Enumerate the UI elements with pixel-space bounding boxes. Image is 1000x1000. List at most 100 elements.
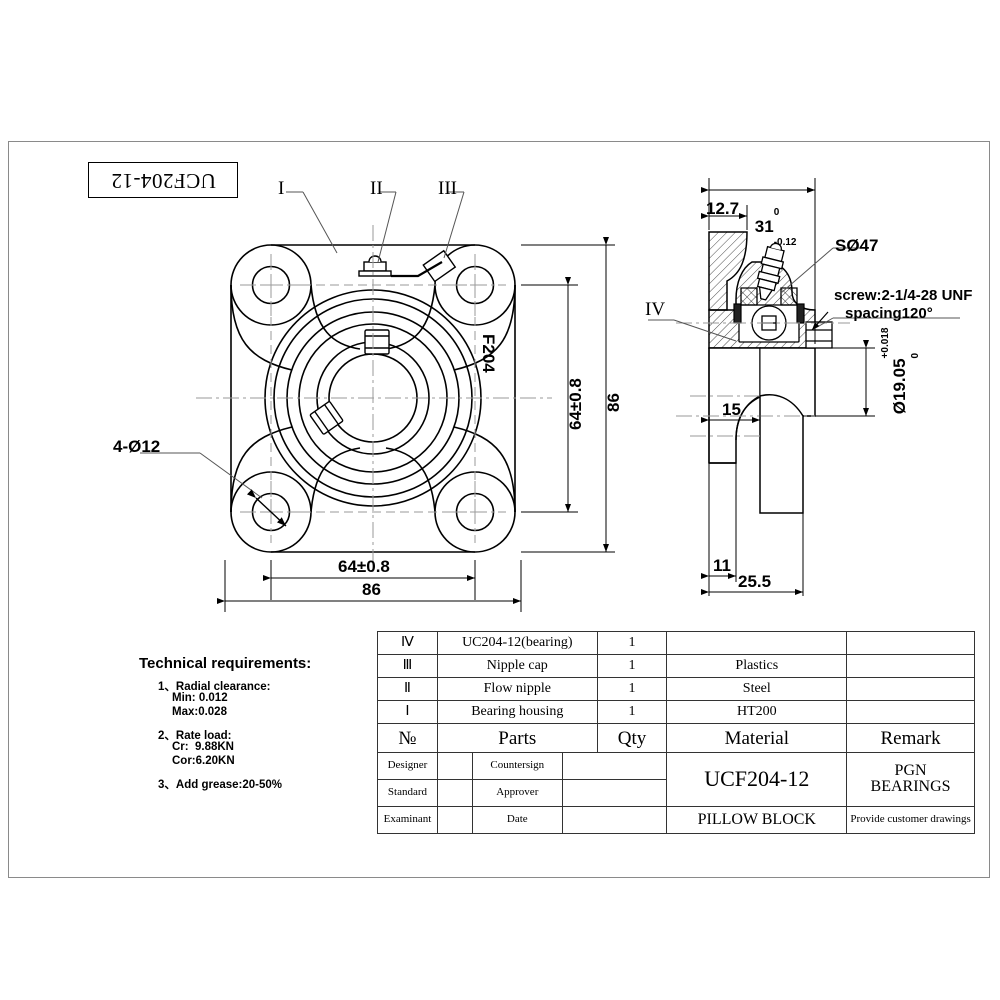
row-0-no: Ⅳ — [377, 630, 438, 656]
row-1-qty: 1 — [596, 654, 668, 679]
dim-bolt-height: 64±0.8 — [566, 378, 585, 430]
dim-31-tol-dn: -0.12 — [773, 237, 797, 248]
standard-value[interactable] — [436, 778, 473, 807]
bore-dia: Ø19.05 — [890, 358, 910, 415]
table-row: Ⅰ Bearing housing 1 HT200 — [377, 700, 975, 725]
tech-req-heading: Technical requirements: — [139, 655, 312, 672]
callout-III: III — [438, 178, 457, 199]
examinant-label: Examinant — [377, 805, 438, 835]
bolt-hole-note: 4-Ø12 — [113, 437, 161, 456]
header-remark: Remark — [846, 723, 975, 753]
header-parts: Parts — [436, 723, 598, 753]
callout-I: I — [278, 178, 285, 199]
table-row: Ⅱ Flow nipple 1 Steel — [377, 677, 975, 702]
callout-leaders-front — [286, 191, 465, 263]
tech-req-line-3: 2、Rate load: — [158, 730, 232, 742]
company-line1: PGN — [894, 762, 927, 780]
title-block-row-examinant: Examinant Date PILLOW BLOCK Provide cust… — [377, 805, 975, 835]
nipple-cap — [422, 249, 457, 283]
countersign-label: Countersign — [471, 751, 563, 780]
row-3-qty: 1 — [596, 700, 668, 725]
approver-label: Approver — [471, 778, 563, 807]
screw-leader-arrow — [811, 311, 829, 331]
side-callout-leaders — [648, 247, 960, 342]
dim-31-group: 31 0 -0.12 — [737, 170, 797, 286]
row-1-material: Plastics — [666, 654, 848, 679]
row-2-material: Steel — [666, 677, 848, 702]
row-0-parts: UC204-12(bearing) — [436, 630, 598, 656]
dim-overall-height: 86 — [604, 393, 623, 412]
set-screw-top — [364, 329, 390, 355]
side-view-dims — [701, 178, 875, 596]
dim-15: 15 — [722, 400, 741, 419]
row-0-remark — [846, 630, 975, 656]
row-0-material — [666, 630, 848, 656]
row-3-remark — [846, 700, 975, 725]
bore-tol-up: +0.018 — [880, 327, 891, 359]
callout-II: II — [370, 178, 383, 199]
bore-dia-group: Ø19.05 +0.018 0 — [843, 328, 959, 432]
designer-label: Designer — [377, 751, 438, 780]
set-screw-lower-left — [309, 401, 344, 435]
front-center-lines — [196, 225, 552, 572]
side-grease-nipple — [756, 242, 785, 301]
title-block-row-standard: Standard Approver — [377, 778, 975, 807]
header-no: № — [377, 723, 438, 753]
date-label: Date — [471, 805, 563, 835]
part-marking: F204 — [479, 334, 498, 373]
countersign-value[interactable] — [561, 751, 668, 780]
company-name: PGN BEARINGS — [846, 751, 975, 807]
bore-tol-dn: 0 — [910, 352, 921, 359]
row-3-parts: Bearing housing — [436, 700, 598, 725]
row-1-parts: Nipple cap — [436, 654, 598, 679]
bolt-hole-dim-arrows — [246, 489, 287, 527]
designer-value[interactable] — [436, 751, 473, 780]
date-value[interactable] — [561, 805, 668, 835]
row-2-remark — [846, 677, 975, 702]
approver-value[interactable] — [561, 778, 668, 807]
tech-req-line-4: Cr: 9.88KN — [172, 741, 234, 753]
row-1-no: Ⅲ — [377, 654, 438, 679]
tech-req-line-6: 3、Add grease:20-50% — [158, 779, 282, 791]
row-1-remark — [846, 654, 975, 679]
dim-11: 11 — [713, 556, 731, 575]
row-2-no: Ⅱ — [377, 677, 438, 702]
grease-nipple — [358, 255, 392, 277]
header-qty: Qty — [596, 723, 668, 753]
header-material: Material — [666, 723, 848, 753]
company-line2: BEARINGS — [870, 778, 951, 796]
title-remark: Provide customer drawings — [846, 805, 975, 835]
dim-25-5: 25.5 — [738, 572, 772, 591]
sphere-dia-note: SØ47 — [835, 236, 879, 255]
row-2-parts: Flow nipple — [436, 677, 598, 702]
parts-and-title-table: Ⅳ UC204-12(bearing) 1 Ⅲ Nipple cap 1 Pla… — [377, 630, 975, 835]
tech-req-line-5: Cor:6.20KN — [172, 755, 235, 767]
dim-31: 31 — [754, 217, 774, 237]
table-row: Ⅲ Nipple cap 1 Plastics — [377, 654, 975, 679]
title-block-row-designer: Designer Countersign UCF204-12 PGN BEARI… — [377, 751, 975, 807]
front-horizontal-dims — [217, 560, 522, 612]
examinant-value[interactable] — [436, 805, 473, 835]
standard-label: Standard — [377, 778, 438, 807]
dim-31-tol-up: 0 — [773, 207, 780, 218]
row-0-qty: 1 — [596, 630, 668, 656]
table-header-row: № Parts Qty Material Remark — [377, 723, 975, 753]
front-vertical-dims — [521, 237, 615, 553]
dim-12-7: 12.7 — [706, 199, 740, 218]
hidden-edges — [260, 275, 486, 522]
tech-req-line-2: Max:0.028 — [172, 706, 227, 718]
bolt-hole-leader — [140, 452, 263, 499]
row-2-qty: 1 — [596, 677, 668, 702]
callout-IV: IV — [645, 299, 666, 320]
cap-link — [391, 261, 443, 278]
dim-bolt-width: 64±0.8 — [338, 557, 390, 576]
row-3-no: Ⅰ — [377, 700, 438, 725]
product-type: PILLOW BLOCK — [666, 805, 848, 835]
tech-req-line-0: 1、Radial clearance: — [158, 681, 271, 693]
screw-note-line2: spacing120° — [845, 305, 933, 322]
screw-note-line1: screw:2-1/4-28 UNF — [834, 287, 973, 304]
tech-req-line-1: Min: 0.012 — [172, 692, 228, 704]
table-row: Ⅳ UC204-12(bearing) 1 — [377, 630, 975, 656]
